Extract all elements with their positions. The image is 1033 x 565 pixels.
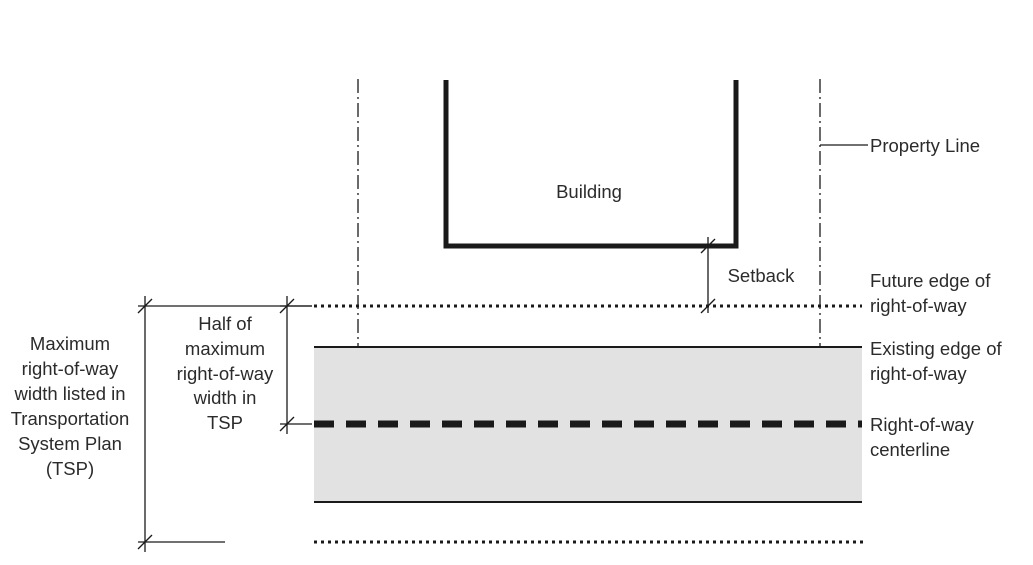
centerline-label-line2: centerline bbox=[870, 439, 950, 460]
building-label: Building bbox=[556, 181, 622, 202]
property-line-label: Property Line bbox=[870, 135, 980, 156]
half-width-tick-bottom bbox=[279, 416, 295, 432]
half-width-label-line4: width in bbox=[193, 387, 257, 408]
max-width-tick-bottom bbox=[137, 534, 153, 550]
max-width-label-line4: Transportation bbox=[11, 408, 130, 429]
max-width-label-line3: width listed in bbox=[13, 383, 125, 404]
max-width-label-line2: right-of-way bbox=[22, 358, 119, 379]
setback-label: Setback bbox=[728, 265, 796, 286]
half-width-label-line5: TSP bbox=[207, 412, 243, 433]
half-width-label-line1: Half of bbox=[198, 313, 252, 334]
half-width-label-line3: right-of-way bbox=[177, 363, 274, 384]
existing-edge-label-line2: right-of-way bbox=[870, 363, 967, 384]
max-width-tick-top bbox=[137, 298, 153, 314]
building-outline bbox=[443, 80, 739, 249]
half-width-label-line2: maximum bbox=[185, 338, 265, 359]
setback-tick-bottom bbox=[700, 298, 716, 314]
max-width-label-line6: (TSP) bbox=[46, 458, 94, 479]
max-width-label-line1: Maximum bbox=[30, 333, 110, 354]
future-edge-label-line2: right-of-way bbox=[870, 295, 967, 316]
setback-tick-top bbox=[700, 238, 716, 254]
existing-edge-label-line1: Existing edge of bbox=[870, 338, 1003, 359]
max-width-label-line5: System Plan bbox=[18, 433, 122, 454]
future-edge-label-line1: Future edge of bbox=[870, 270, 991, 291]
centerline-label-line1: Right-of-way bbox=[870, 414, 975, 435]
